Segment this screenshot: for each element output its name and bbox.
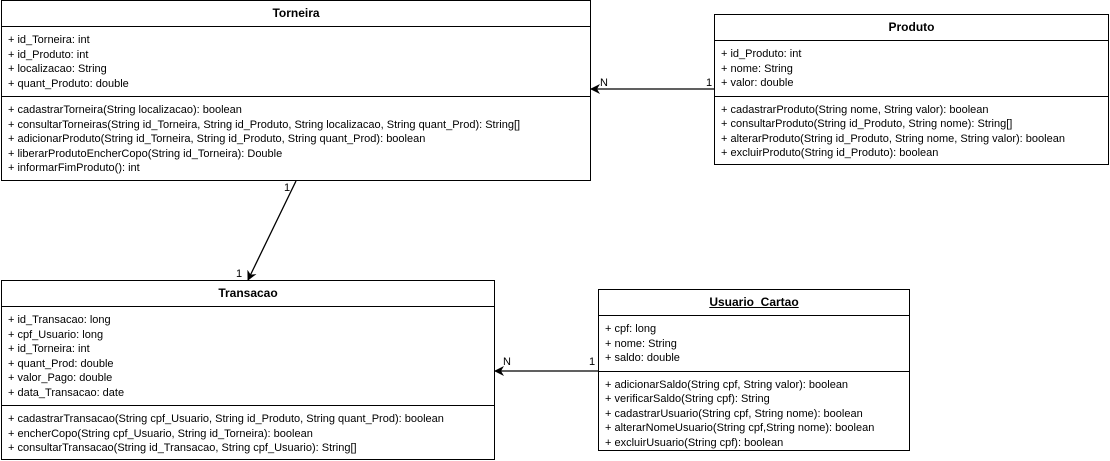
method: + cadastrarTransacao(String cpf_Usuario,… xyxy=(8,413,444,425)
attribute: + quant_Prod: double xyxy=(8,357,114,370)
method: + consultarTransacao(String id_Transacao… xyxy=(8,442,357,454)
method: + adicionarSaldo(String cpf, String valo… xyxy=(605,378,849,391)
method: + cadastrarProduto(String nome, String v… xyxy=(721,103,989,116)
class-transacao-attributes: + id_Transacao: long + cpf_Usuario: long… xyxy=(2,307,494,405)
attribute: + valor: double xyxy=(721,77,794,89)
method: + cadastrarTorneira(String localizacao):… xyxy=(8,104,242,116)
produto-torneira-target-mult: N xyxy=(600,77,608,89)
method: + consultarTorneiras(String id_Torneira,… xyxy=(8,118,521,131)
attribute: + id_Torneira: int xyxy=(8,34,90,46)
attribute: + localizacao: String xyxy=(8,63,107,75)
class-usuario-cartao-methods: + adicionarSaldo(String cpf, String valo… xyxy=(599,370,909,456)
class-usuario-cartao-name: Usuario_Cartao xyxy=(599,290,909,316)
attribute: + id_Produto: int xyxy=(8,48,89,61)
class-produto[interactable]: Produto + id_Produto: int + nome: String… xyxy=(714,14,1109,165)
attribute: + saldo: double xyxy=(605,352,680,364)
method: + consultarProduto(String id_Produto, St… xyxy=(721,118,1013,130)
attribute: + nome: String xyxy=(721,62,793,75)
attribute: + id_Produto: int xyxy=(721,48,802,60)
class-produto-methods: + cadastrarProduto(String nome, String v… xyxy=(715,95,1108,166)
method: + liberarProdutoEncherCopo(String id_Tor… xyxy=(8,147,283,160)
class-transacao-name: Transacao xyxy=(2,281,494,307)
class-usuario-cartao[interactable]: Usuario_Cartao + cpf: long + nome: Strin… xyxy=(598,289,910,451)
method: + alterarProduto(String id_Produto, Stri… xyxy=(721,132,1065,145)
attribute: + id_Transacao: long xyxy=(8,314,111,326)
method: + excluirProduto(String id_Produto): boo… xyxy=(721,147,939,159)
class-usuario-cartao-attributes: + cpf: long + nome: String + saldo: doub… xyxy=(599,316,909,371)
class-produto-attributes: + id_Produto: int + nome: String + valor… xyxy=(715,41,1108,96)
attribute: + cpf_Usuario: long xyxy=(8,328,104,341)
attribute: + id_Torneira: int xyxy=(8,343,90,355)
class-usuario-cartao-title: Usuario_Cartao xyxy=(709,295,799,309)
usuario-transacao-target-mult: N xyxy=(503,356,511,368)
class-torneira-attributes: + id_Torneira: int + id_Produto: int + l… xyxy=(2,27,590,96)
class-torneira[interactable]: Torneira + id_Torneira: int + id_Produto… xyxy=(1,0,591,181)
attribute: + nome: String xyxy=(605,337,677,350)
attribute: + data_Transacao: date xyxy=(8,386,125,399)
method: + informarFimProduto(): int xyxy=(8,162,140,174)
torneira-transacao-target-mult: 1 xyxy=(236,268,243,280)
method: + adicionarProduto(String id_Torneira, S… xyxy=(8,133,426,145)
torneira-transacao-source-mult: 1 xyxy=(284,182,291,194)
usuario-transacao-source-mult: 1 xyxy=(589,356,596,368)
class-transacao[interactable]: Transacao + id_Transacao: long + cpf_Usu… xyxy=(1,280,495,460)
method: + excluirUsuario(String cpf): boolean xyxy=(605,436,784,449)
method: + encherCopo(String cpf_Usuario, String … xyxy=(8,427,313,440)
class-produto-name: Produto xyxy=(715,15,1108,41)
class-torneira-name: Torneira xyxy=(2,1,590,27)
method: + alterarNomeUsuario(String cpf,String n… xyxy=(605,422,875,434)
class-transacao-methods: + cadastrarTransacao(String cpf_Usuario,… xyxy=(2,405,494,461)
class-torneira-methods: + cadastrarTorneira(String localizacao):… xyxy=(2,96,590,181)
attribute: + valor_Pago: double xyxy=(8,372,113,384)
torneira-to-transacao-edge xyxy=(247,180,297,281)
method: + cadastrarUsuario(String cpf, String no… xyxy=(605,407,863,420)
attribute: + quant_Produto: double xyxy=(8,77,129,90)
attribute: + cpf: long xyxy=(605,323,657,335)
method: + verificarSaldo(String cpf): String xyxy=(605,393,770,405)
produto-torneira-source-mult: 1 xyxy=(706,77,713,89)
